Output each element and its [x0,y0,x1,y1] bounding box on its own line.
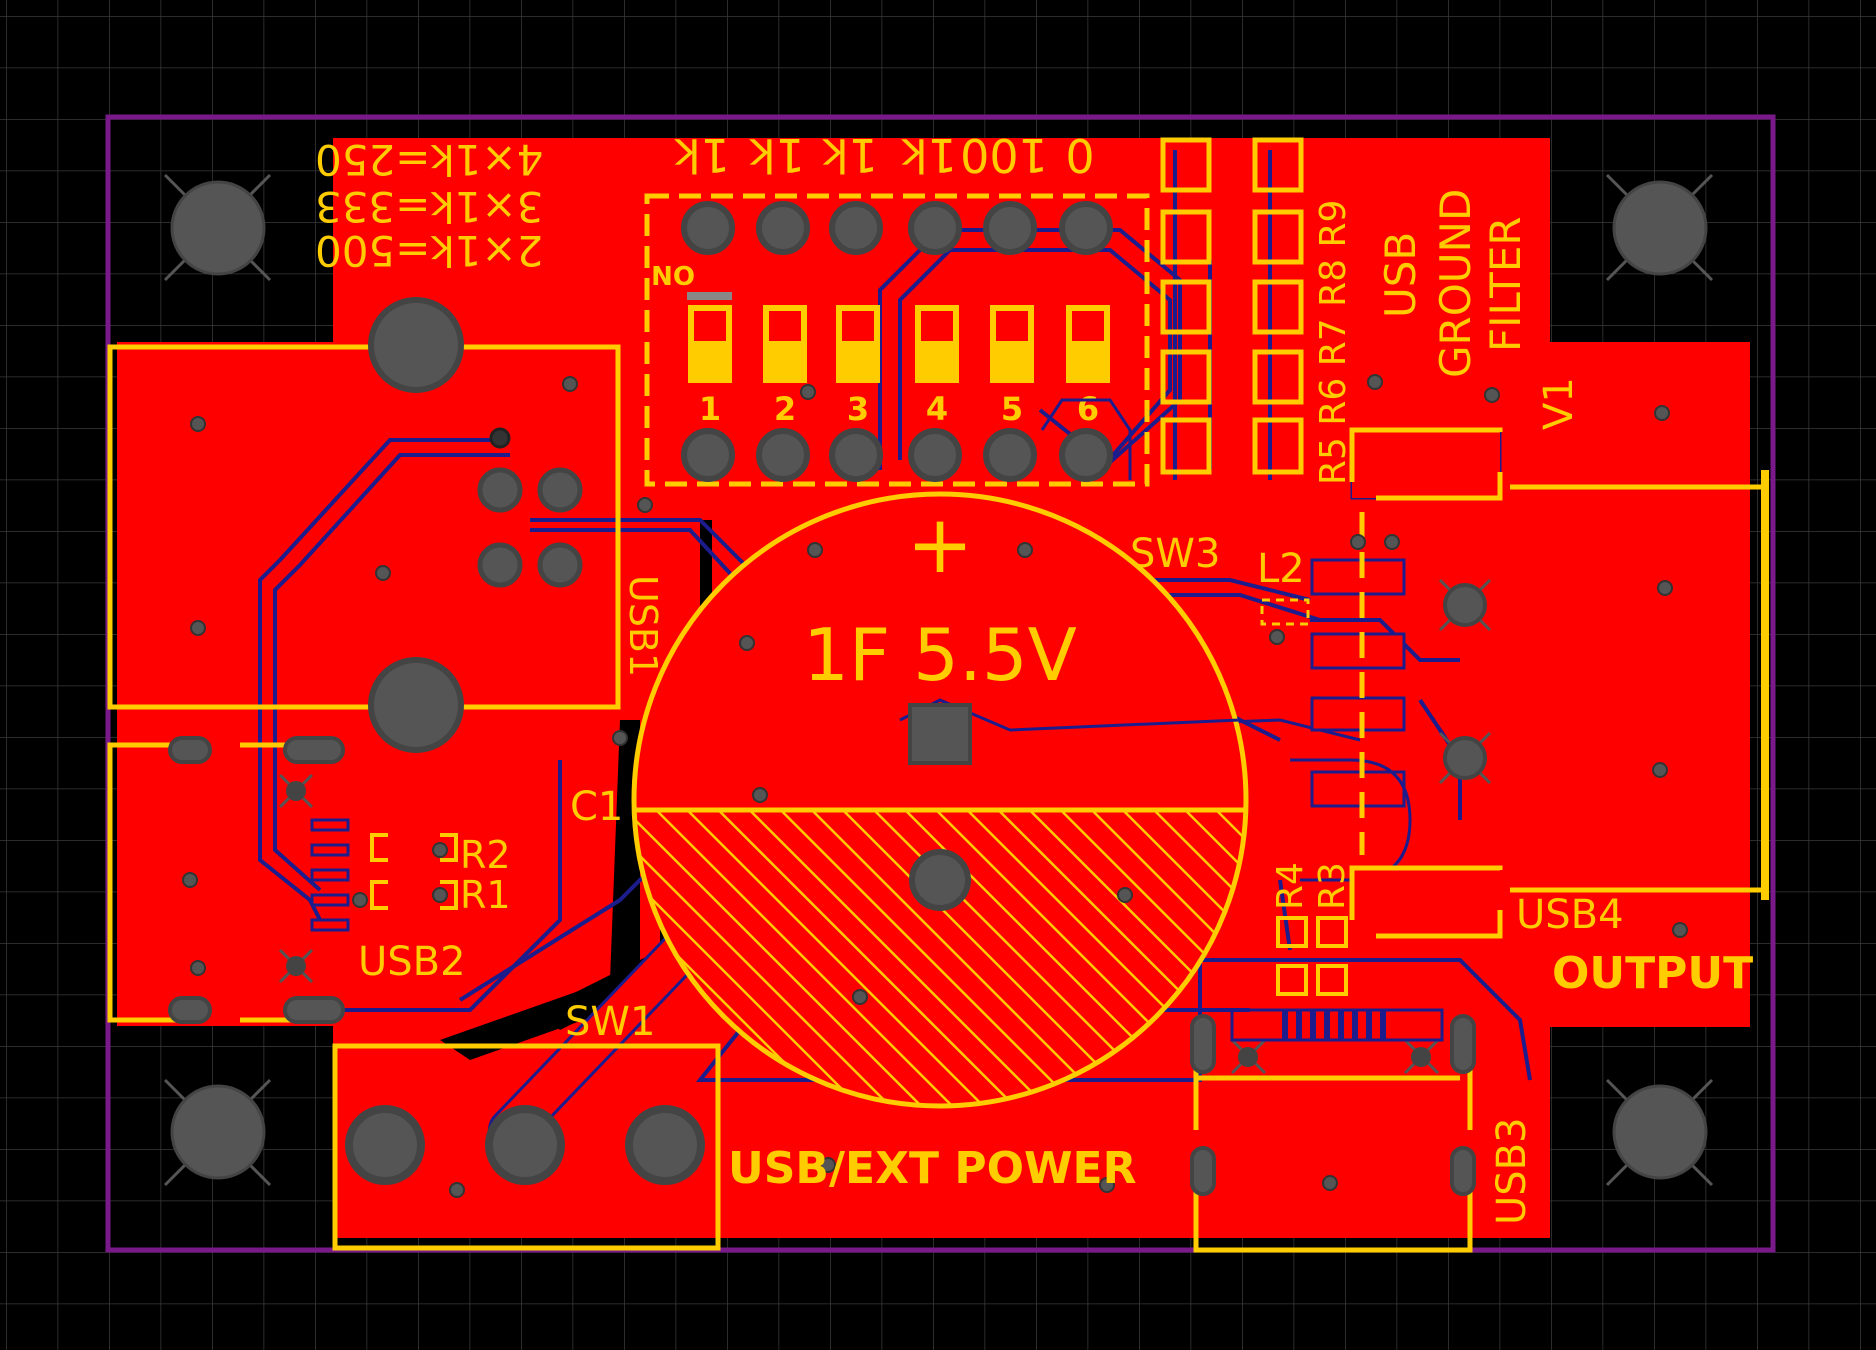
dip-pin-5-a [983,201,1037,255]
dip-pin-1-b [681,428,735,482]
usb2-footprint [107,736,350,1024]
dip-pin-2-a [756,201,810,255]
sw3-label: SW3 [1130,531,1220,577]
usb4-label: USB4 [1516,892,1624,938]
r2-label: R2 [460,833,511,877]
dip-value-5: 100 [960,128,1048,182]
resistor-ref-labels: R5 R6 R7 R8 R9 [1313,200,1354,485]
usb-filter-label-3: FILTER [1481,216,1530,352]
ladder-label-top: 4×1k=250 [315,135,543,184]
dip-on-label: ON [651,259,695,289]
dip-pin-6-b [1059,428,1113,482]
dip-number-4: 4 [926,390,948,428]
supercap-c1: + 1F 5.5V [631,491,1249,1109]
dip-number-5: 5 [1001,390,1023,428]
r3-label: R3 [1312,862,1353,910]
sw1-footprint [332,1043,721,1251]
mounting-hole-tr [1605,173,1714,282]
dip-switch-sw3: 1 2 3 4 5 6 [644,193,1150,487]
dip-value-6: 0 [1065,128,1094,182]
dip-switch-4: 4 [915,305,959,428]
usb3-label: USB3 [1489,1117,1535,1225]
usb-filter-label-1: USB [1376,232,1425,318]
r1-r2-footprints [370,833,458,910]
sw1-label: SW1 [565,999,655,1045]
resistor-array [1160,137,1304,475]
v1-label: V1 [1536,377,1582,430]
dip-pin-3-a [829,201,883,255]
power-label: USB/EXT POWER [728,1143,1136,1194]
cap-plus-mark: + [906,498,973,591]
cap-value-label: 1F 5.5V [803,613,1077,697]
dip-switch-2: 2 [763,305,807,428]
ladder-label-mid: 3×1k=333 [315,182,543,231]
dip-switch-5: 5 [990,305,1034,428]
usb1-label: USB1 [621,575,665,677]
mounting-hole-bl [163,1078,272,1187]
mounting-hole-br [1605,1078,1714,1187]
mounting-holes [163,173,1714,1187]
dip-number-2: 2 [774,390,796,428]
r3-r4-footprints [1276,916,1348,996]
r1-label: R1 [460,873,511,917]
usb2-label: USB2 [358,939,466,985]
dip-value-4: 1k [901,128,957,182]
dip-number-1: 1 [699,390,721,428]
dip-pin-4-b [908,428,962,482]
dip-value-2: 1k [749,128,805,182]
dip-number-6: 6 [1077,390,1099,428]
l2-label: L2 [1257,546,1305,592]
dip-pin-1-a [681,201,735,255]
dip-switch-3: 3 [836,305,880,428]
vias [182,374,1688,1198]
dip-number-3: 3 [847,390,869,428]
dip-switch-1: 1 [688,305,732,428]
dip-value-1: 1k [674,128,730,182]
dip-pin-6-a [1059,201,1113,255]
dip-switch-6: 6 [1066,305,1110,428]
ladder-label-bot: 2×1k=500 [315,226,543,275]
usb3-footprint [1190,1008,1476,1253]
r4-label: R4 [1270,862,1311,910]
usb-filter-label-2: GROUND [1431,189,1480,378]
dip-pin-4-a [908,201,962,255]
dip-pin-3-b [829,428,883,482]
mounting-hole-tl [163,173,272,282]
usb-filter-components [1260,427,1769,939]
dip-pin-2-b [756,428,810,482]
usb1-footprint [107,297,621,753]
dip-value-3: 1k [822,128,878,182]
dip-pin-5-b [983,428,1037,482]
c1-label: C1 [570,784,623,830]
output-label: OUTPUT [1552,948,1753,999]
